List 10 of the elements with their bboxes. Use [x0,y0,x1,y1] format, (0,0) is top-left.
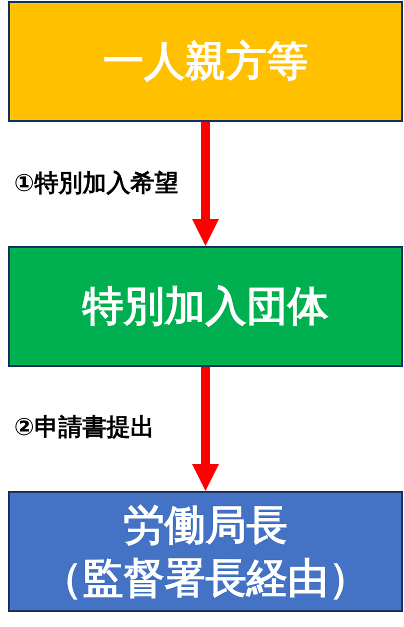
arrow [192,122,219,246]
edge-label: ②申請書提出 [14,412,154,442]
box-label: 労働局長（監督署長経由） [40,500,370,604]
process-box [8,1,403,122]
process-box [8,491,403,612]
box-label: 一人親方等 [103,36,308,88]
edge-label: ①特別加入希望 [14,168,178,198]
arrow [192,367,219,491]
process-box [8,246,403,367]
box-label: 特別加入団体 [82,281,328,332]
